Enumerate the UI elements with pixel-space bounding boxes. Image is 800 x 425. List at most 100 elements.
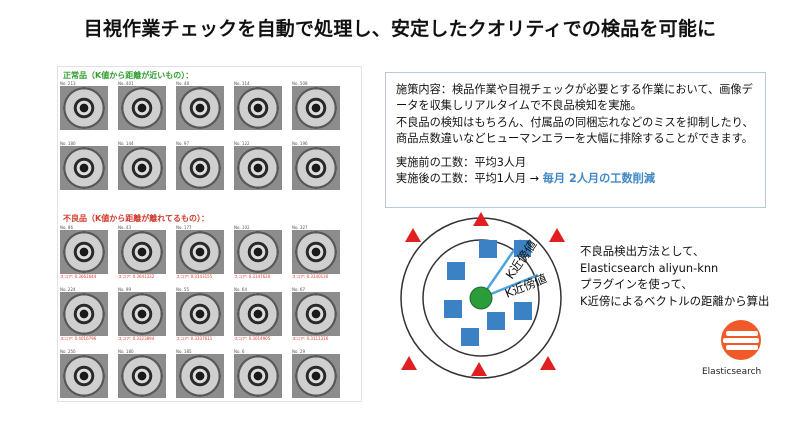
sample-number: No. 29 [292,349,306,354]
neighbor-square [514,302,532,320]
sample-thumbnail: No. 64 スコア: 0.3014905 [234,287,286,341]
page-title: 目視作業チェックを自動で処理し、安定したクオリティでの検品を可能に [83,18,717,40]
part-image [292,230,340,274]
sample-number: No. 67 [292,287,306,292]
neighbor-square [487,312,505,330]
sample-number: No. 401 [118,81,134,86]
elasticsearch-logo-icon [721,320,761,360]
neighbor-square [461,328,479,346]
sample-number: No. 213 [60,81,76,86]
sample-thumbnail: No. 327 スコア: 0.3140130 [292,225,344,279]
part-image [176,230,224,274]
outlier-triangle [471,362,487,376]
sample-score: スコア: 0.3111316 [292,336,329,341]
sample-score: スコア: 0.4016796 [60,336,97,341]
outlier-triangle [473,212,489,226]
method-line-3: プラグインを使って、 [580,277,693,291]
effort-before: 実施前の工数：平均3人月 [396,156,527,170]
part-image [60,146,108,190]
method-line-2: Elasticsearch aliyun-knn [580,260,719,275]
sample-thumbnail: No. 122 [234,141,286,190]
method-line-4: K近傍によるベクトルの距離から算出 [580,293,770,308]
sample-thumbnail: No. 180 [118,349,170,398]
part-image [234,354,282,398]
effort-after: 実施後の工数：平均1人月 → [396,172,543,186]
sample-thumbnail: No. 401 [118,81,170,130]
part-image [234,292,282,336]
neighbor-square [444,300,462,318]
part-image [60,292,108,336]
effort-reduction: 毎月 2人月の工数削減 [542,172,656,186]
sample-number: No. 6 [234,349,245,354]
sample-number: No. 99 [118,287,132,292]
outlier-triangles [401,212,565,376]
sample-number: No. 43 [118,225,132,230]
sample-number: No. 180 [60,141,76,146]
part-image [292,292,340,336]
effort-after-line: 実施後の工数：平均1人月 → 毎月 2人月の工数削減 [396,171,755,187]
sample-score: スコア: 0.3143155 [176,274,213,279]
sample-number: No. 144 [118,141,134,146]
sample-thumbnail: No. 213 [60,81,112,130]
sample-thumbnail: No. 102 スコア: 0.3147620 [234,225,286,279]
part-image [60,230,108,274]
sample-thumbnail: No. 48 [176,81,228,130]
query-point-circle [469,286,493,310]
outlier-triangle [401,356,417,370]
method-line-1: 不良品検出方法として、 [580,244,705,258]
sample-thumbnail: No. 6 [234,349,286,398]
part-image [118,230,166,274]
initiative-description: 施策内容：検品作業や目視チェックが必要とする作業において、画像データを収集しリア… [396,83,753,113]
part-image [176,86,224,130]
sample-score: スコア: 0.3147620 [234,274,271,279]
knn-diagram: K近傍値 K近傍値 [400,212,565,379]
sample-number: No. 86 [60,225,74,230]
method-description: 不良品検出方法として、 Elasticsearch aliyun-knn プラグ… [580,243,780,309]
sample-number: No. 102 [234,225,250,230]
sample-thumbnail: No. 177 スコア: 0.3143155 [176,225,228,279]
sample-number: No. 114 [234,81,250,86]
sample-number: No. 508 [292,81,308,86]
part-image [176,354,224,398]
part-image [292,146,340,190]
defect-items-heading: 不良品（K値から距離が離れてるもの）： [63,214,209,223]
sample-thumbnail: No. 114 [234,81,286,130]
part-image [176,146,224,190]
neighbor-square [447,262,465,280]
outlier-triangle [549,228,565,242]
sample-number: No. 185 [176,349,192,354]
inspection-report-screenshot: 正常品（K値から距離が近いもの）： 不良品（K値から距離が離れてるもの）： No… [57,66,362,402]
part-image [118,146,166,190]
part-image [176,292,224,336]
part-image [292,354,340,398]
outlier-triangle [540,356,556,370]
sample-thumbnail: No. 97 [176,141,228,190]
sample-number: No. 177 [176,225,192,230]
part-image [234,146,282,190]
sample-score: スコア: 0.3014905 [234,336,271,341]
sample-number: No. 122 [234,141,250,146]
sample-thumbnail: No. 67 スコア: 0.3111316 [292,287,344,341]
outlier-triangle [405,228,421,242]
elasticsearch-logo-text: Elasticsearch [702,367,762,377]
sample-thumbnail: No. 250 [60,349,112,398]
part-image [234,230,282,274]
part-image [118,292,166,336]
initiative-detail: 不良品の検知はもちろん、付属品の同梱忘れなどのミスを抑制したり、商品点数違いなど… [396,115,754,145]
sample-number: No. 55 [176,287,190,292]
sample-number: No. 48 [176,81,190,86]
sample-number: No. 64 [234,287,248,292]
sample-score: スコア: 0.3140130 [292,274,329,279]
sample-number: No. 196 [292,141,308,146]
neighbor-square [514,240,531,257]
part-image [60,86,108,130]
neighbor-squares [444,240,532,346]
sample-number: No. 327 [292,225,308,230]
part-image [292,86,340,130]
sample-thumbnail: No. 180 [60,141,112,190]
